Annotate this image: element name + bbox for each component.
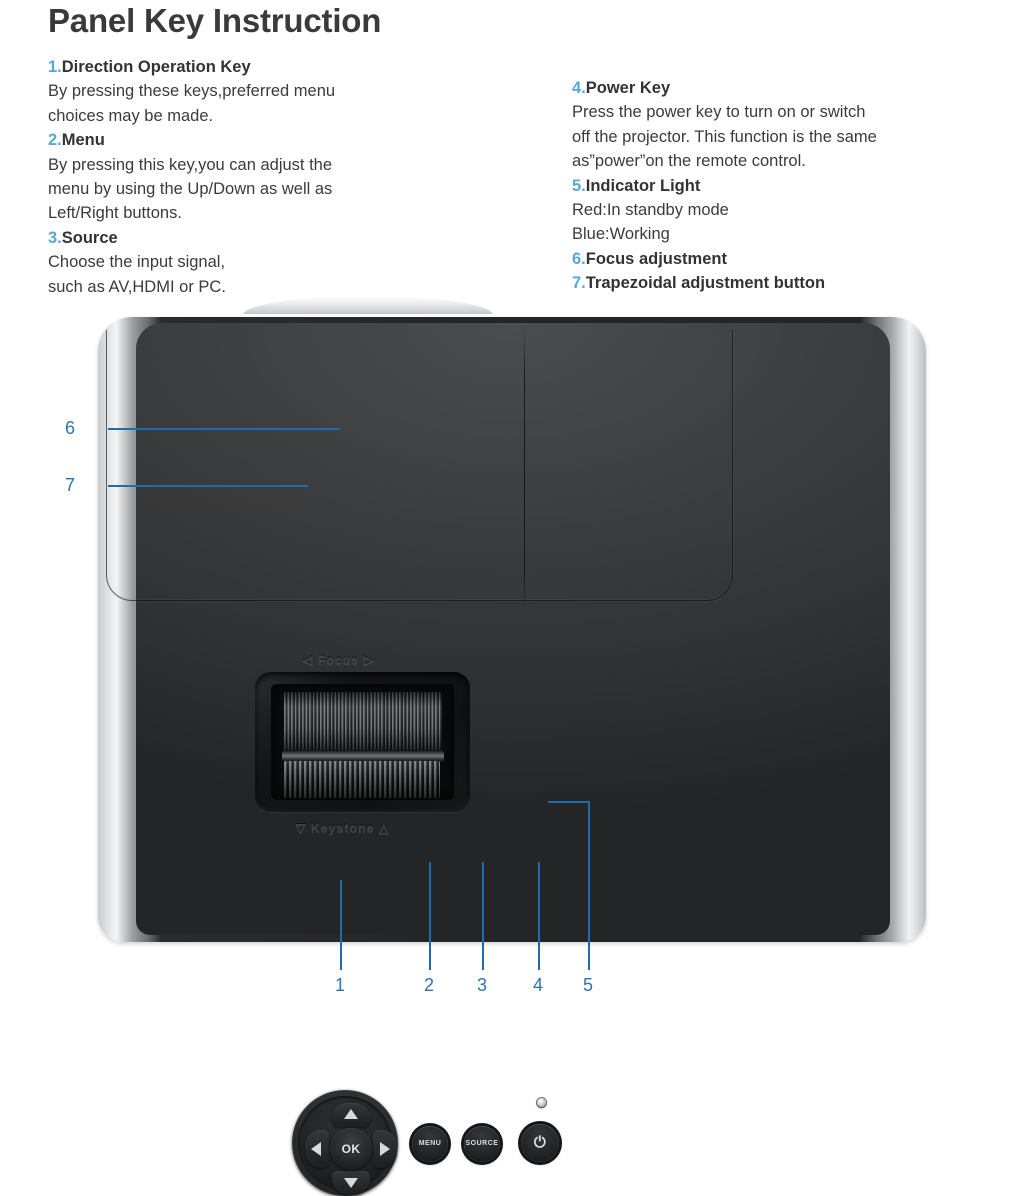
projector-top-face bbox=[136, 323, 890, 935]
focus-engraved-label: ◁ Focus ▷ bbox=[303, 653, 375, 667]
instruction-heading-4: 4.Power Key bbox=[572, 76, 972, 100]
callout-line-1 bbox=[340, 880, 342, 970]
instruction-title-4: Power Key bbox=[585, 79, 671, 97]
menu-button[interactable]: MENU bbox=[412, 1126, 448, 1162]
callout-number-7: 7 bbox=[64, 475, 75, 495]
instruction-number-1: 1. bbox=[48, 58, 62, 76]
instruction-body-4: Press the power key to turn on or switch… bbox=[572, 100, 972, 173]
callout-line-7 bbox=[108, 485, 308, 487]
focus-adjustment-dial[interactable] bbox=[284, 692, 442, 752]
instruction-body-2: By pressing this key,you can adjust the … bbox=[48, 153, 448, 226]
arrow-right-icon bbox=[380, 1142, 390, 1156]
callout-line-6 bbox=[108, 428, 340, 430]
callout-line-3 bbox=[482, 862, 484, 970]
instruction-entry-4: 4.Power Key Press the power key to turn … bbox=[572, 76, 972, 174]
instruction-number-2: 2. bbox=[48, 131, 62, 150]
arrow-up-icon bbox=[344, 1109, 358, 1119]
instructions-right-column: 4.Power Key Press the power key to turn … bbox=[572, 76, 972, 296]
instruction-heading-2: 2.Menu bbox=[48, 128, 448, 152]
callout-line-5-vertical bbox=[588, 801, 590, 970]
source-button[interactable]: SOURCE bbox=[464, 1126, 500, 1162]
instruction-number-4: 4. bbox=[572, 79, 586, 97]
dial-divider-ring bbox=[282, 750, 444, 762]
callout-number-3: 3 bbox=[476, 975, 487, 995]
instruction-body-3: Choose the input signal, such as AV,HDMI… bbox=[48, 250, 448, 299]
instruction-body-line: By pressing these keys,preferred menu bbox=[48, 82, 336, 101]
instruction-body-line: Left/Right buttons. bbox=[48, 204, 182, 223]
instruction-body-line: Press the power key to turn on or switch bbox=[572, 103, 866, 122]
power-button[interactable]: ⏻ bbox=[521, 1124, 559, 1162]
instruction-title-7: Trapezoidal adjustment button bbox=[585, 274, 826, 293]
page-title: Panel Key Instruction bbox=[48, 2, 382, 39]
callout-number-1: 1 bbox=[334, 975, 345, 995]
instruction-entry-1: 1.Direction Operation Key By pressing th… bbox=[48, 55, 448, 128]
callout-number-2: 2 bbox=[423, 975, 434, 995]
instruction-title-3: Source bbox=[61, 228, 118, 247]
instruction-title-6: Focus adjustment bbox=[585, 249, 727, 268]
instructions-left-column: 1.Direction Operation Key By pressing th… bbox=[48, 55, 448, 299]
direction-pad[interactable]: OK bbox=[292, 1090, 398, 1196]
callout-line-2 bbox=[429, 862, 431, 970]
arrow-down-icon bbox=[344, 1178, 358, 1188]
callout-number-5: 5 bbox=[582, 975, 593, 995]
callout-line-4 bbox=[538, 862, 540, 970]
callout-number-6: 6 bbox=[64, 418, 75, 438]
instruction-entry-3: 3.Source Choose the input signal, such a… bbox=[48, 226, 448, 299]
instruction-body-line: Choose the input signal, bbox=[48, 253, 226, 272]
instruction-entry-6: 6.Focus adjustment bbox=[572, 247, 972, 271]
projector-illustration: ◁ Focus ▷ ▽ Keystone △ OK MENU SOURCE ⏻ bbox=[0, 296, 1010, 1196]
instruction-number-6: 6. bbox=[572, 249, 586, 268]
instruction-body-line: off the projector. This function is the … bbox=[572, 127, 877, 146]
instruction-body-5: Red:In standby mode Blue:Working bbox=[572, 198, 972, 247]
instruction-heading-3: 3.Source bbox=[48, 226, 448, 250]
ok-button[interactable]: OK bbox=[330, 1128, 372, 1170]
instruction-heading-1: 1.Direction Operation Key bbox=[48, 55, 448, 79]
instruction-body-line: such as AV,HDMI or PC. bbox=[48, 277, 226, 296]
callout-line-5-horizontal bbox=[548, 801, 590, 803]
instruction-number-5: 5. bbox=[572, 176, 586, 195]
instruction-body-line: Red:In standby mode bbox=[572, 201, 729, 220]
keystone-adjustment-dial[interactable] bbox=[284, 761, 440, 798]
indicator-light-led bbox=[537, 1098, 546, 1107]
arrow-left-icon bbox=[311, 1142, 321, 1156]
instruction-body-line: menu by using the Up/Down as well as bbox=[48, 180, 333, 199]
keystone-engraved-label: ▽ Keystone △ bbox=[296, 821, 390, 835]
instruction-title-2: Menu bbox=[61, 131, 105, 150]
instruction-entry-2: 2.Menu By pressing this key,you can adju… bbox=[48, 128, 448, 226]
top-panel-seam bbox=[524, 324, 525, 614]
instruction-number-7: 7. bbox=[572, 274, 586, 293]
instruction-body-line: By pressing this key,you can adjust the bbox=[48, 155, 333, 174]
instruction-body-line: Blue:Working bbox=[572, 225, 670, 244]
callout-number-4: 4 bbox=[532, 975, 543, 995]
direction-pad-inner: OK bbox=[298, 1096, 397, 1195]
instruction-body-1: By pressing these keys,preferred menu ch… bbox=[48, 79, 448, 128]
instruction-heading-7: 7.Trapezoidal adjustment button bbox=[572, 271, 972, 295]
instruction-entry-5: 5.Indicator Light Red:In standby mode Bl… bbox=[572, 174, 972, 247]
instruction-title-5: Indicator Light bbox=[585, 176, 701, 195]
upper-recessed-panel bbox=[106, 330, 733, 601]
instruction-entry-7: 7.Trapezoidal adjustment button bbox=[572, 271, 972, 295]
instruction-body-line: choices may be made. bbox=[48, 106, 214, 125]
instruction-title-1: Direction Operation Key bbox=[61, 58, 251, 76]
instruction-heading-6: 6.Focus adjustment bbox=[572, 247, 972, 271]
instruction-body-line: as”power”on the remote control. bbox=[572, 152, 806, 171]
instruction-number-3: 3. bbox=[48, 228, 62, 247]
instruction-heading-5: 5.Indicator Light bbox=[572, 174, 972, 198]
